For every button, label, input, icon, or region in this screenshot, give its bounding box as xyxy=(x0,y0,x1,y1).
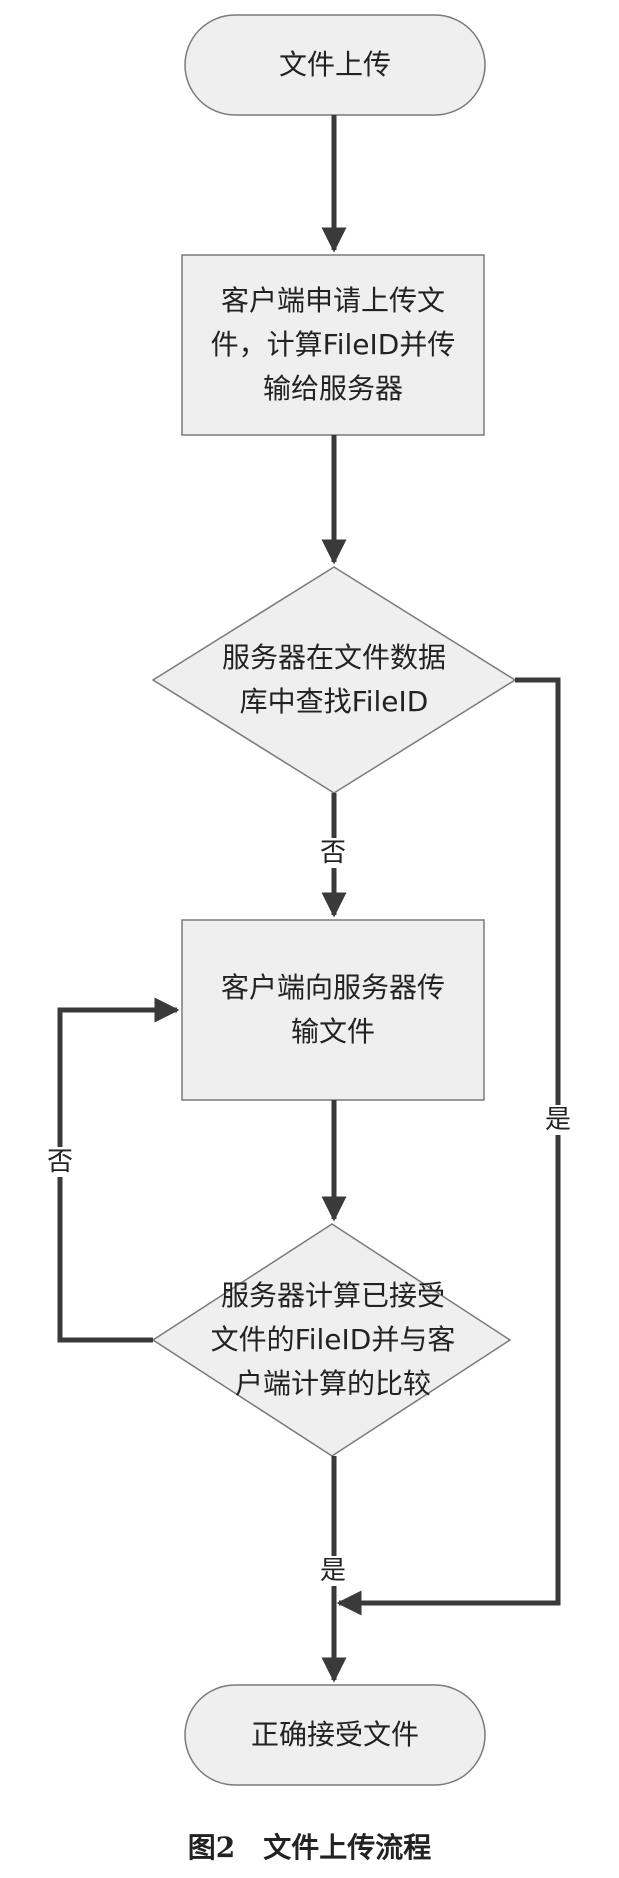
figure-caption: 图2 文件上传流程 xyxy=(187,1831,432,1864)
end-label: 正确接受文件 xyxy=(250,1718,419,1751)
request-label: 客户端申请上传文 件，计算FileID并传 输给服务器 xyxy=(210,284,456,405)
start-label: 文件上传 xyxy=(278,48,391,81)
end-terminator xyxy=(184,1684,486,1786)
lookup-no-label: 否 xyxy=(318,838,349,868)
arrow-verify-no-loop xyxy=(57,997,180,1343)
transfer-label: 客户端向服务器传 输文件 xyxy=(220,971,445,1048)
verify-label: 服务器计算已接受 文件的FileID并与客 户端计算的比较 xyxy=(210,1279,456,1400)
arrow-lookup-yes-bypass xyxy=(336,677,561,1616)
lookup-yes-label: 是 xyxy=(543,1105,574,1135)
verify-yes-label: 是 xyxy=(318,1556,349,1586)
transfer-process-box xyxy=(181,919,485,1101)
lookup-label: 服务器在文件数据 库中查找FileID xyxy=(221,641,446,718)
request-process-box xyxy=(181,254,485,436)
verify-no-label: 否 xyxy=(45,1147,76,1177)
